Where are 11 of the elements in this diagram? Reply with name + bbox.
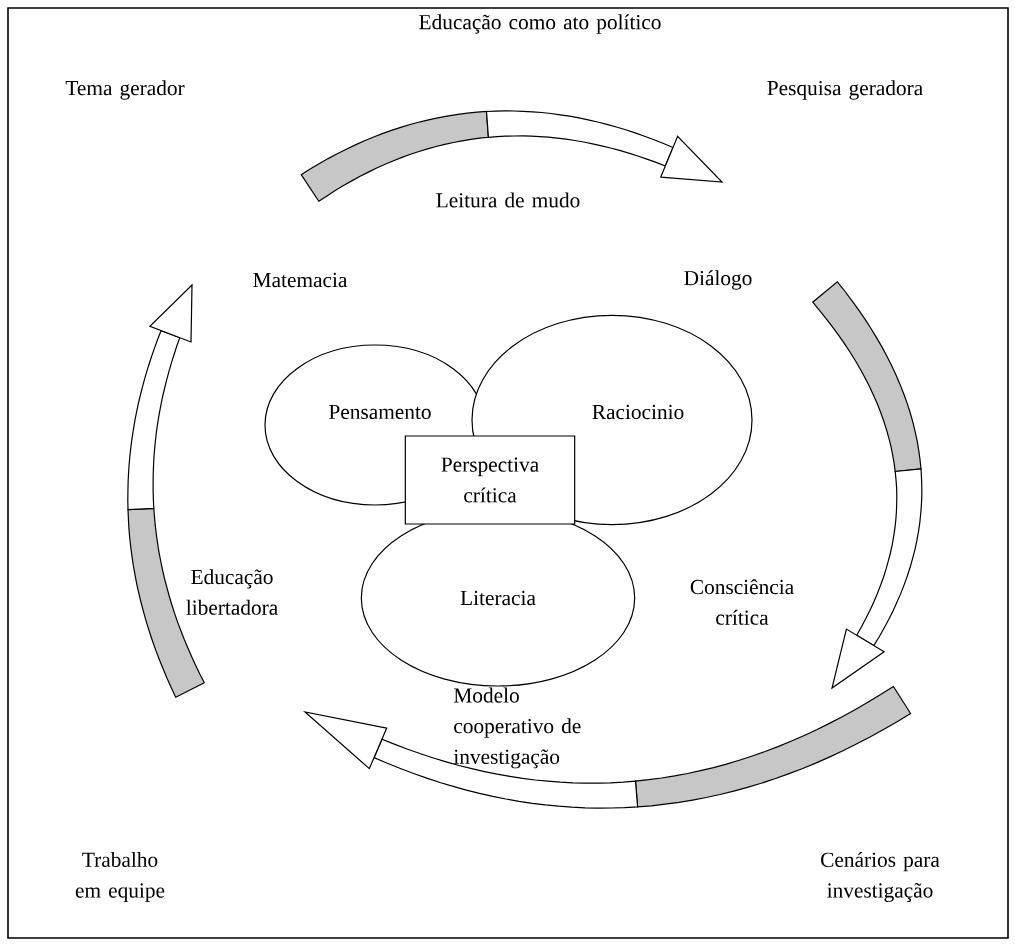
- label: Educação libertadora: [186, 569, 278, 615]
- label: Consciência crítica: [690, 579, 794, 625]
- label: Matemacia: [253, 272, 348, 288]
- label: Diálogo: [684, 270, 752, 290]
- label: Tema gerador: [65, 80, 185, 100]
- label: Pesquisa geradora: [767, 80, 923, 100]
- label: Cenários para investigação: [821, 851, 940, 903]
- label: Trabalho em equipe: [75, 852, 165, 902]
- label: Educação como ato político: [419, 14, 661, 34]
- text-box: Perspectiva crítica: [404, 435, 576, 525]
- label: Leitura de mudo: [436, 192, 580, 208]
